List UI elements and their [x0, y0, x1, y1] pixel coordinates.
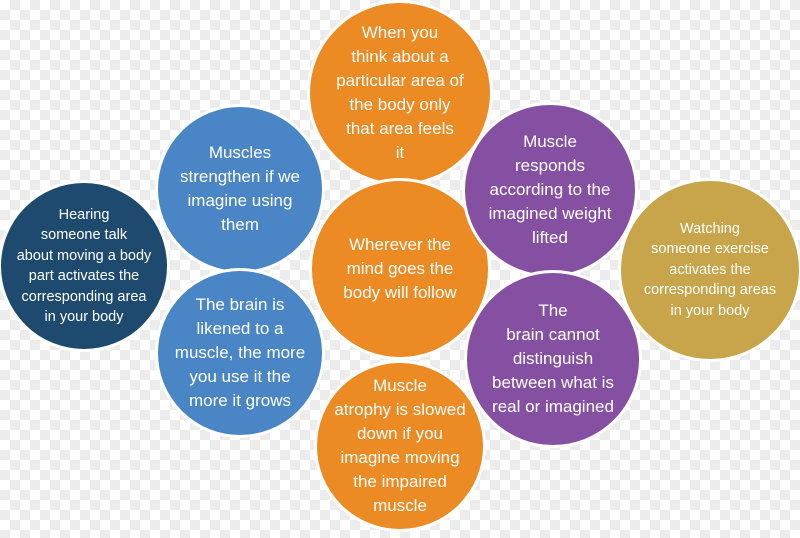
bubble-muscles-strengthen: Muscles strengthen if we imagine using t…	[155, 104, 325, 274]
bubble-think-area: When you think about a particular area o…	[307, 0, 493, 186]
bubble-brain-muscle: The brain is likened to a muscle, the mo…	[155, 268, 325, 438]
bubble-muscle-responds: Muscle responds according to the imagine…	[462, 102, 638, 278]
bubble-muscles-strengthen-text: Muscles strengthen if we imagine using t…	[179, 143, 300, 234]
bubble-brain-distinguish: The brain cannot distinguish between wha…	[464, 270, 642, 448]
bubble-brain-distinguish-text: The brain cannot distinguish between wha…	[492, 301, 614, 416]
bubble-hearing-text: Hearing someone talk about moving a body…	[16, 206, 152, 326]
bubble-hearing: Hearing someone talk about moving a body…	[0, 180, 170, 352]
bubble-muscle-atrophy-text: Muscle atrophy is slowed down if you ima…	[334, 376, 466, 515]
bubble-muscle-responds-text: Muscle responds according to the imagine…	[488, 132, 612, 247]
bubble-watching-exercise: Watching someone exercise activates the …	[618, 178, 800, 362]
bubble-watching-exercise-text: Watching someone exercise activates the …	[643, 220, 777, 319]
bubble-muscle-atrophy: Muscle atrophy is slowed down if you ima…	[314, 360, 486, 532]
bubble-brain-muscle-text: The brain is likened to a muscle, the mo…	[174, 295, 306, 410]
bubble-wherever-mind: Wherever the mind goes the body will fol…	[309, 178, 491, 360]
bubble-think-area-text: When you think about a particular area o…	[336, 23, 464, 162]
bubble-wherever-mind-text: Wherever the mind goes the body will fol…	[343, 235, 457, 302]
